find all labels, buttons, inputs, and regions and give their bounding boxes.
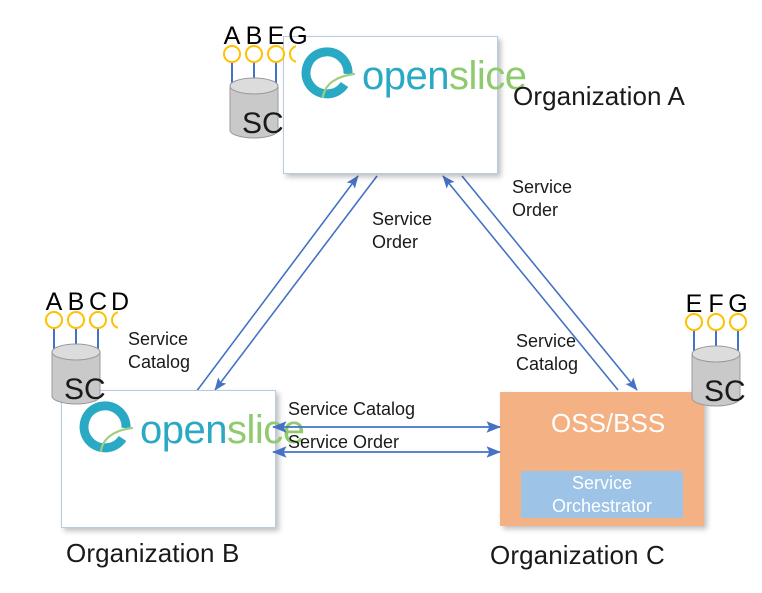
label-c-to-a-service-order: Service Order xyxy=(512,177,573,220)
openslice-word-open: open xyxy=(140,408,227,452)
label-b-c-service-order: Service Order xyxy=(288,432,400,452)
catalog-item-letter: A xyxy=(45,288,63,316)
label-b-service-catalog: Service Catalog xyxy=(128,329,191,372)
org-b-openslice-logo: openslice xyxy=(76,401,305,459)
openslice-ring-icon xyxy=(79,401,134,453)
openslice-word-slice: slice xyxy=(448,54,527,98)
org-b-label: Organization B xyxy=(66,538,240,568)
catalog-item-letter: G xyxy=(288,22,308,50)
org-a-box[interactable] xyxy=(283,36,498,174)
openslice-wordmark: openslice xyxy=(362,56,527,96)
service-orchestrator-line1: Service xyxy=(571,473,633,493)
openslice-ring-icon xyxy=(301,47,356,99)
org-b-service-catalog-group: A B C D SC xyxy=(38,290,129,410)
openslice-word-open: open xyxy=(362,54,449,98)
catalog-item-letter: E xyxy=(267,22,285,50)
catalog-item-letter: C xyxy=(88,288,108,316)
catalog-item-letter: G xyxy=(728,290,748,318)
oss-bss-title: OSS/BSS xyxy=(551,408,666,438)
org-b-box[interactable] xyxy=(61,390,276,528)
org-a-catalog-cylinder-icon xyxy=(223,45,307,139)
org-b-catalog-cylinder-icon xyxy=(45,311,129,405)
org-c-service-catalog-group: E F G SC xyxy=(678,292,758,412)
label-b-c-service-catalog: Service Catalog xyxy=(288,399,416,419)
org-a-openslice-logo: openslice xyxy=(298,47,527,105)
arrow-a-to-b-service-catalog xyxy=(214,175,378,391)
catalog-item-letter: D xyxy=(110,288,130,316)
arrow-b-to-a-service-order xyxy=(195,175,359,393)
org-a-label: Organization A xyxy=(513,81,685,111)
service-orchestrator-line2: Orchestrator xyxy=(551,495,653,516)
org-a-service-catalog-group: A B E G SC xyxy=(216,24,308,144)
org-c-catalog-cylinder-icon xyxy=(685,313,747,407)
catalog-item-letter: A xyxy=(223,22,241,50)
catalog-item-letter: E xyxy=(685,290,703,318)
label-b-to-a-service-order: Service Order xyxy=(372,209,433,252)
org-c-catalog-item-letters: E F G xyxy=(683,292,749,317)
org-a-catalog-item-letters: A B E G xyxy=(221,24,309,49)
service-orchestrator-box[interactable]: Service Orchestrator xyxy=(521,471,683,518)
org-b-catalog-item-letters: A B C D xyxy=(43,290,131,315)
catalog-item-letter: F xyxy=(708,290,724,318)
catalog-item-letter: B xyxy=(245,22,263,50)
openslice-wordmark: openslice xyxy=(140,410,305,450)
catalog-item-letter: B xyxy=(67,288,85,316)
org-c-label: Organization C xyxy=(490,540,665,570)
label-c-service-catalog: Service Catalog xyxy=(516,331,579,374)
